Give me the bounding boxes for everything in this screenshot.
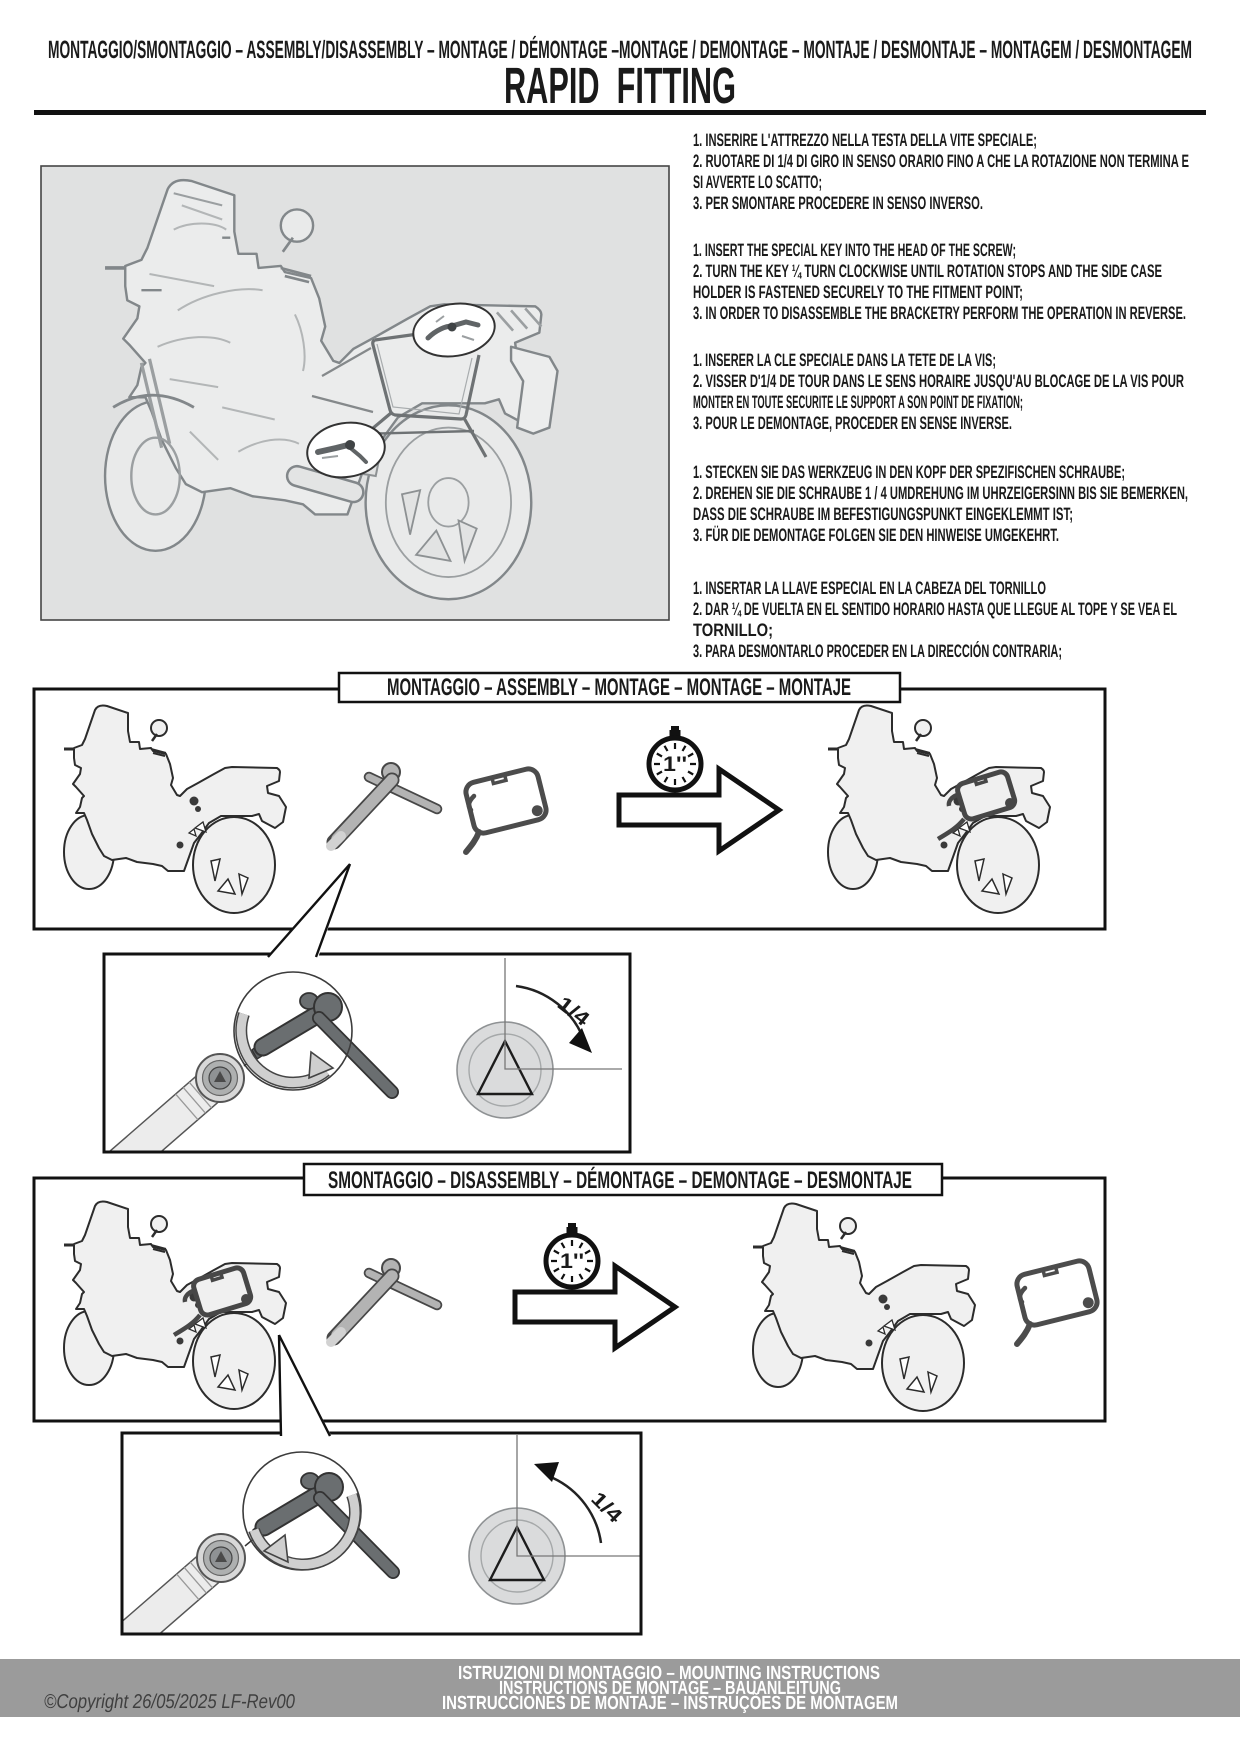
svg-text:RAPID FITTING: RAPID FITTING (504, 57, 736, 114)
svg-text:1. INSERTAR LA LLAVE ESPECIAL: 1. INSERTAR LA LLAVE ESPECIAL EN LA CABE… (693, 578, 1046, 598)
svg-text:1. INSERER LA CLE SPECIALE DAN: 1. INSERER LA CLE SPECIALE DANS LA TETE … (693, 350, 996, 370)
svg-text:3. PARA DESMONTARLO PROCEDER E: 3. PARA DESMONTARLO PROCEDER EN LA DIREC… (693, 641, 1062, 661)
svg-text:2. TURN THE KEY ¼ TURN CLOCKWI: 2. TURN THE KEY ¼ TURN CLOCKWISE UNTIL R… (693, 261, 1162, 281)
svg-text:MONTAGGIO/SMONTAGGIO – ASSEMBL: MONTAGGIO/SMONTAGGIO – ASSEMBLY/DISASSEM… (48, 35, 1192, 64)
svg-text:MONTAGGIO – ASSEMBLY – MONTAG: MONTAGGIO – ASSEMBLY – MONTAGE – MONTAGE… (387, 674, 851, 701)
svg-text:SI AVVERTE LO SCATTO;: SI AVVERTE LO SCATTO; (693, 172, 822, 192)
svg-text:2. RUOTARE DI 1/4 DI GIRO IN S: 2. RUOTARE DI 1/4 DI GIRO IN SENSO ORARI… (693, 151, 1189, 171)
svg-text:TORNILLO;: TORNILLO; (693, 620, 773, 640)
svg-text:INSTRUCTIONS DE MONTAGE – BAUA: INSTRUCTIONS DE MONTAGE – BAUANLEITUNG (499, 1678, 841, 1699)
svg-text:2. DAR ¼ DE VUELTA EN EL SENTI: 2. DAR ¼ DE VUELTA EN EL SENTIDO HORARIO… (693, 599, 1177, 619)
svg-text:2. VISSER D'1/4 DE TOUR DANS L: 2. VISSER D'1/4 DE TOUR DANS LE SENS HOR… (693, 371, 1184, 391)
svg-text:1. INSERT THE SPECIAL KEY INTO: 1. INSERT THE SPECIAL KEY INTO THE HEAD … (693, 240, 1016, 260)
svg-text:3. IN ORDER TO DISASSEMBLE THE: 3. IN ORDER TO DISASSEMBLE THE BRACKETRY… (693, 303, 1186, 323)
svg-text:SMONTAGGIO – DISASSEMBLY – DÉM: SMONTAGGIO – DISASSEMBLY – DÉMONTAGE – D… (328, 1166, 912, 1194)
svg-text:ISTRUZIONI DI MONTAGGIO – MO: ISTRUZIONI DI MONTAGGIO – MOUNTING INSTR… (458, 1663, 880, 1684)
svg-text:3. PER SMONTARE PROCEDERE IN S: 3. PER SMONTARE PROCEDERE IN SENSO INVER… (693, 193, 983, 213)
svg-text:©Copyright 26/05/2025 LF-Rev00: ©Copyright 26/05/2025 LF-Rev00 (44, 1691, 295, 1713)
svg-text:2. DREHEN SIE DIE SCHRAUBE 1 /: 2. DREHEN SIE DIE SCHRAUBE 1 / 4 UMDREHU… (693, 483, 1188, 503)
svg-text:DASS DIE SCHRAUBE IM BEFESTIGU: DASS DIE SCHRAUBE IM BEFESTIGUNGSPUNKT E… (693, 504, 1073, 524)
svg-text:1. STECKEN SIE DAS WERKZEUG IN: 1. STECKEN SIE DAS WERKZEUG IN DEN KOPF … (693, 462, 1125, 482)
svg-text:3. FÜR DIE DEMONTAGE FOLGEN SI: 3. FÜR DIE DEMONTAGE FOLGEN SIE DEN HINW… (693, 525, 1059, 545)
svg-text:3. POUR LE DEMONTAGE, PROCEDER: 3. POUR LE DEMONTAGE, PROCEDER EN SENSE … (693, 413, 1012, 433)
svg-text:INSTRUCCIONES DE MONTAJE – INS: INSTRUCCIONES DE MONTAJE – INSTRUÇÕES DE… (442, 1692, 898, 1714)
svg-text:MONTER EN TOUTE SECURITE LE SU: MONTER EN TOUTE SECURITE LE SUPPORT A SO… (693, 392, 1023, 412)
svg-text:1. INSERIRE L'ATTREZZO NELLA T: 1. INSERIRE L'ATTREZZO NELLA TESTA DELLA… (693, 130, 1037, 150)
svg-text:HOLDER IS FASTENED SECURELY TO: HOLDER IS FASTENED SECURELY TO THE FITME… (693, 282, 1023, 302)
